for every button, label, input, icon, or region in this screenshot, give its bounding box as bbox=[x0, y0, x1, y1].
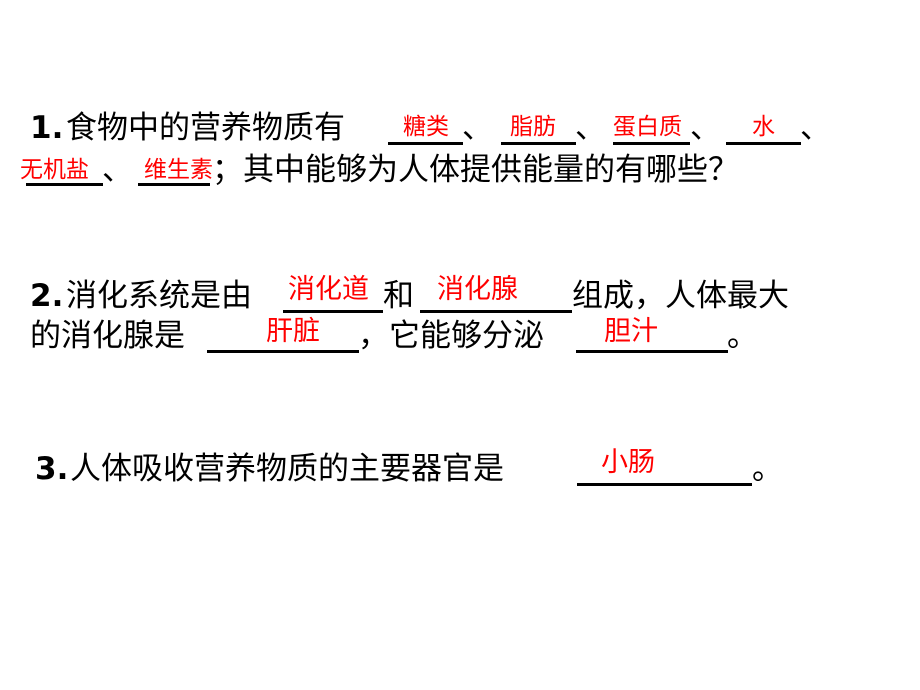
question-number: 2. bbox=[30, 278, 64, 314]
answer-blank bbox=[726, 142, 801, 145]
separator: 、 bbox=[462, 110, 493, 146]
answer-blank bbox=[207, 350, 359, 353]
answer-blank bbox=[501, 142, 576, 145]
answer-blank bbox=[577, 483, 752, 486]
question-number: 1. bbox=[30, 110, 64, 146]
question-text: ；其中能够为人体提供能量的有哪些？ bbox=[212, 152, 739, 188]
answer-text: 肝脏 bbox=[266, 316, 320, 347]
answer-text: 胆汁 bbox=[604, 316, 658, 347]
answer-text: 糖类 bbox=[403, 114, 449, 140]
question-text: 。 bbox=[727, 318, 758, 354]
answer-text: 脂肪 bbox=[510, 114, 556, 140]
answer-text: 无机盐 bbox=[20, 157, 89, 183]
question-text: ，它能够分泌 bbox=[358, 318, 544, 354]
question-number: 3. bbox=[35, 451, 69, 487]
separator: 、 bbox=[575, 110, 606, 146]
separator: 、 bbox=[800, 110, 831, 146]
answer-blank bbox=[138, 183, 210, 186]
question-text: 食物中的营养物质有 bbox=[66, 110, 345, 146]
separator: 、 bbox=[690, 110, 721, 146]
answer-blank bbox=[613, 142, 690, 145]
question-text: 。 bbox=[752, 451, 783, 487]
answer-blank bbox=[283, 310, 383, 313]
question-text: 组成，人体最大 bbox=[572, 278, 789, 314]
question-text: 人体吸收营养物质的主要器官是 bbox=[70, 451, 504, 487]
question-text: 和 bbox=[383, 278, 414, 314]
answer-text: 消化腺 bbox=[437, 274, 518, 305]
answer-blank bbox=[388, 142, 463, 145]
answer-text: 水 bbox=[752, 114, 775, 140]
question-text: 消化系统是由 bbox=[66, 278, 252, 314]
separator: 、 bbox=[102, 152, 133, 188]
answer-blank bbox=[26, 183, 103, 186]
answer-text: 维生素 bbox=[144, 157, 213, 183]
answer-text: 小肠 bbox=[601, 447, 655, 478]
answer-blank bbox=[576, 350, 728, 353]
question-text: 的消化腺是 bbox=[30, 318, 185, 354]
answer-text: 消化道 bbox=[288, 274, 369, 305]
answer-blank bbox=[420, 310, 572, 313]
answer-text: 蛋白质 bbox=[613, 114, 682, 140]
